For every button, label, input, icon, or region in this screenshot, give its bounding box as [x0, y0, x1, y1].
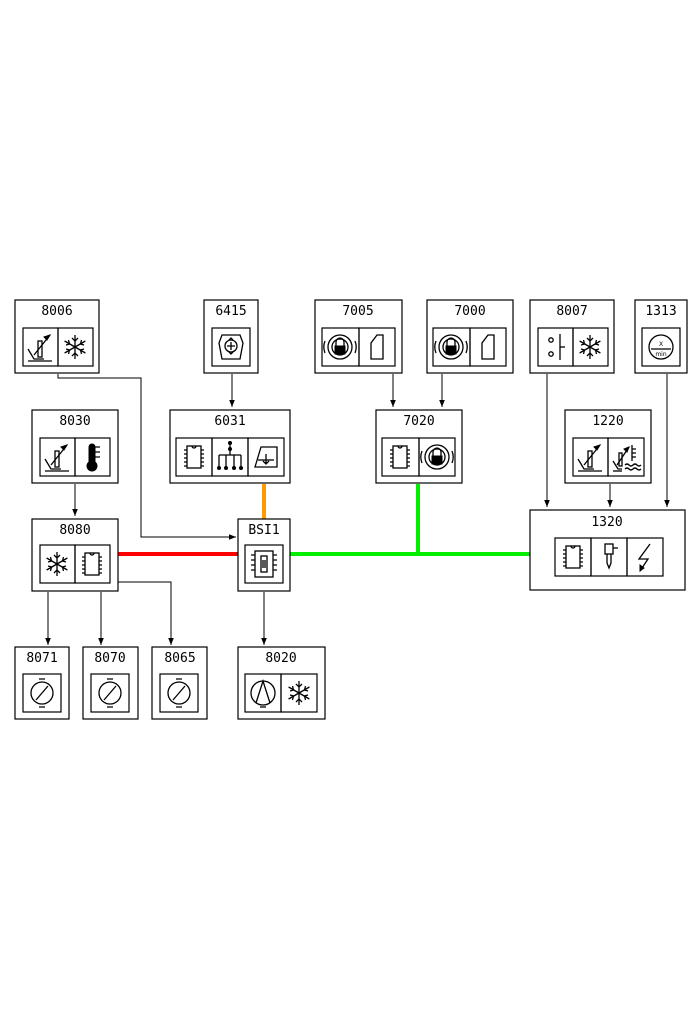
node-7020-label: 7020: [403, 414, 434, 429]
node-8007-label: 8007: [556, 304, 587, 319]
node-8006-label: 8006: [41, 304, 72, 319]
node-6415[interactable]: 6415: [203, 299, 259, 374]
node-8020[interactable]: 8020: [237, 646, 326, 720]
node-1220[interactable]: 1220: [564, 409, 652, 484]
node-8071-label: 8071: [26, 651, 57, 666]
node-7000-label: 7000: [454, 304, 485, 319]
node-8030-label: 8030: [59, 414, 90, 429]
node-8030[interactable]: 8030: [31, 409, 119, 484]
node-7005-label: 7005: [342, 304, 373, 319]
node-6031-label: 6031: [214, 414, 245, 429]
rpm-x-text: X: [659, 341, 663, 348]
node-6031[interactable]: 6031: [169, 409, 291, 484]
node-7000[interactable]: 7000: [426, 299, 514, 374]
rpm-unit-text: min: [655, 351, 667, 358]
node-8007[interactable]: 8007: [529, 299, 615, 374]
node-1313-label: 1313: [645, 304, 676, 319]
node-8006[interactable]: 8006: [14, 299, 100, 374]
node-8065[interactable]: 8065: [151, 646, 208, 720]
node-8080-label: 8080: [59, 523, 90, 538]
node-7020[interactable]: 7020: [375, 409, 463, 484]
node-8070-label: 8070: [94, 651, 125, 666]
node-8080[interactable]: 8080: [31, 518, 119, 592]
node-7005[interactable]: 7005: [314, 299, 403, 374]
node-6415-label: 6415: [215, 304, 246, 319]
engine-rpm-icon: X min: [648, 334, 674, 360]
can-bus-green: [290, 484, 530, 556]
node-bsi1-label: BSI1: [248, 523, 279, 538]
node-8020-label: 8020: [265, 651, 296, 666]
node-bsi1[interactable]: BSI1: [237, 518, 291, 592]
node-8070[interactable]: 8070: [82, 646, 139, 720]
wire-8080-8065: [118, 581, 174, 645]
node-1320-label: 1320: [591, 515, 622, 530]
node-1220-label: 1220: [592, 414, 623, 429]
wire-8006-bsi1: [57, 374, 236, 540]
node-8065-label: 8065: [164, 651, 195, 666]
node-8071[interactable]: 8071: [14, 646, 70, 720]
node-1313[interactable]: 1313 X min: [634, 299, 688, 374]
node-1320[interactable]: 1320: [529, 509, 686, 591]
